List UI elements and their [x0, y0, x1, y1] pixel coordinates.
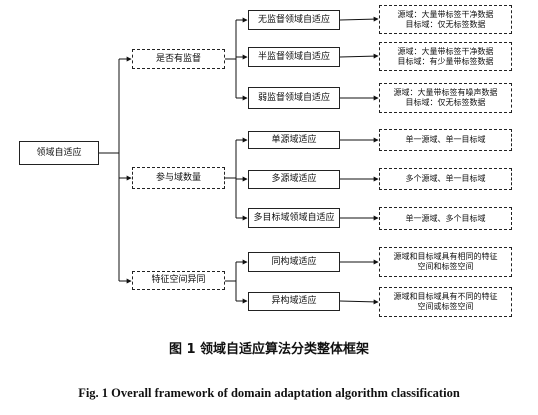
desc-line: 源域：大量带标签干净数据	[397, 46, 494, 56]
category-label: 特征空间异同	[151, 275, 206, 286]
desc-line: 多个源域、单一目标域	[405, 174, 486, 184]
method-label: 多目标域领域自适应	[253, 212, 335, 223]
category-feature-space: 特征空间异同	[132, 271, 225, 290]
classification-diagram: 领域自适应 是否有监督 无监督领域自适应 源域：大量带标签干净数据 目标域：仅无…	[19, 5, 512, 317]
desc-semi-supervised-da: 源域：大量带标签干净数据 目标域：有少量带标签数据	[379, 42, 512, 71]
method-multi-source-da: 多源域适应	[248, 170, 340, 189]
connector-lines	[99, 16, 379, 305]
desc-line: 空间和标签空间	[417, 262, 474, 271]
method-label: 多源域适应	[271, 174, 317, 185]
desc-unsupervised-da: 源域：大量带标签干净数据 目标域：仅无标签数据	[379, 5, 512, 34]
category-label: 是否有监督	[155, 53, 201, 64]
method-label: 无监督领域自适应	[257, 14, 330, 25]
desc-multi-source-da: 多个源域、单一目标域	[379, 168, 512, 190]
method-label: 单源域适应	[271, 134, 317, 145]
category-supervision: 是否有监督	[132, 49, 225, 69]
desc-weakly-supervised-da: 源域：大量带标签有噪声数据 目标域：仅无标签数据	[379, 83, 512, 113]
figure-caption-chinese: 图 1 领域自适应算法分类整体框架	[168, 342, 370, 357]
desc-single-source-da: 单一源域、单一目标域	[379, 129, 512, 151]
desc-line: 源域：大量带标签干净数据	[397, 9, 494, 19]
desc-line: 目标域：仅无标签数据	[405, 98, 486, 107]
method-weakly-supervised-da: 弱监督领域自适应	[248, 87, 340, 109]
method-semi-supervised-da: 半监督领域自适应	[248, 47, 340, 67]
desc-line: 单一源域、多个目标域	[405, 213, 486, 223]
method-heterogeneous-da: 异构域适应	[248, 292, 340, 311]
method-single-source-da: 单源域适应	[248, 131, 340, 149]
desc-line: 单一源域、单一目标域	[405, 135, 486, 145]
method-label: 弱监督领域自适应	[257, 92, 330, 103]
desc-line: 源域和目标域具有不同的特征	[393, 292, 498, 302]
method-homogeneous-da: 同构域适应	[248, 252, 340, 272]
method-label: 同构域适应	[271, 256, 317, 267]
method-unsupervised-da: 无监督领域自适应	[248, 10, 340, 30]
method-label: 异构域适应	[271, 296, 317, 307]
category-label: 参与域数量	[155, 172, 201, 183]
root-node: 领域自适应	[19, 141, 99, 165]
connector-arrow	[339, 299, 379, 305]
desc-homogeneous-da: 源域和目标域具有相同的特征 空间和标签空间	[379, 247, 512, 277]
connector-arrow	[339, 53, 379, 59]
desc-line: 源域和目标域具有相同的特征	[393, 252, 498, 262]
desc-line: 目标域：有少量带标签数据	[397, 56, 494, 66]
category-domain-count: 参与域数量	[132, 167, 225, 189]
desc-multi-target-da: 单一源域、多个目标域	[379, 207, 512, 230]
connector-arrow	[339, 16, 379, 22]
desc-line: 源域：大量带标签有噪声数据	[393, 88, 498, 98]
desc-heterogeneous-da: 源域和目标域具有不同的特征 空间或标签空间	[379, 287, 512, 317]
root-label: 领域自适应	[36, 147, 82, 158]
method-label: 半监督领域自适应	[257, 51, 330, 62]
desc-line: 目标域：仅无标签数据	[405, 19, 486, 29]
figure-caption-english: Fig. 1 Overall framework of domain adapt…	[78, 386, 460, 400]
desc-line: 空间或标签空间	[417, 302, 474, 311]
method-multi-target-da: 多目标域领域自适应	[248, 208, 340, 228]
